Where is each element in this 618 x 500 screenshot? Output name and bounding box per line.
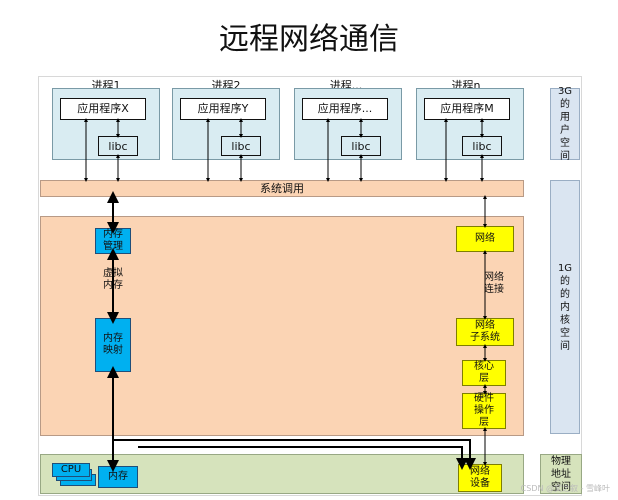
network-connection-label: 网络 连接 — [484, 272, 504, 295]
arrow-memory-netdevice-bottom — [138, 446, 468, 470]
process-1-app: 应用程序X — [60, 98, 146, 120]
user-space-label: 3G 的 用 户 空 间 — [550, 86, 580, 162]
network-box: 网络 — [456, 226, 514, 252]
syscall-bar: 系统调用 — [40, 180, 524, 197]
diagram-title: 远程网络通信 — [219, 22, 399, 57]
diagram-frame — [38, 76, 582, 496]
core-layer-box: 核心 层 — [462, 360, 506, 386]
physical-address-label: 物理 地址 空间 — [540, 454, 582, 494]
arrow-memory-netdevice-top — [113, 439, 476, 470]
kernel-space-label: 1G 的 的 内 核 空 间 — [550, 180, 580, 434]
process-3-app: 应用程序... — [302, 98, 388, 120]
cpu-box: CPU — [52, 463, 90, 477]
process-n-app: 应用程序M — [424, 98, 510, 120]
process-2-app: 应用程序Y — [180, 98, 266, 120]
watermark: CSDN @文之叙 - 雪峰叶 — [520, 484, 610, 493]
network-subsystem-box: 网络 子系统 — [456, 318, 514, 346]
process-n-libc: libc — [462, 136, 502, 156]
